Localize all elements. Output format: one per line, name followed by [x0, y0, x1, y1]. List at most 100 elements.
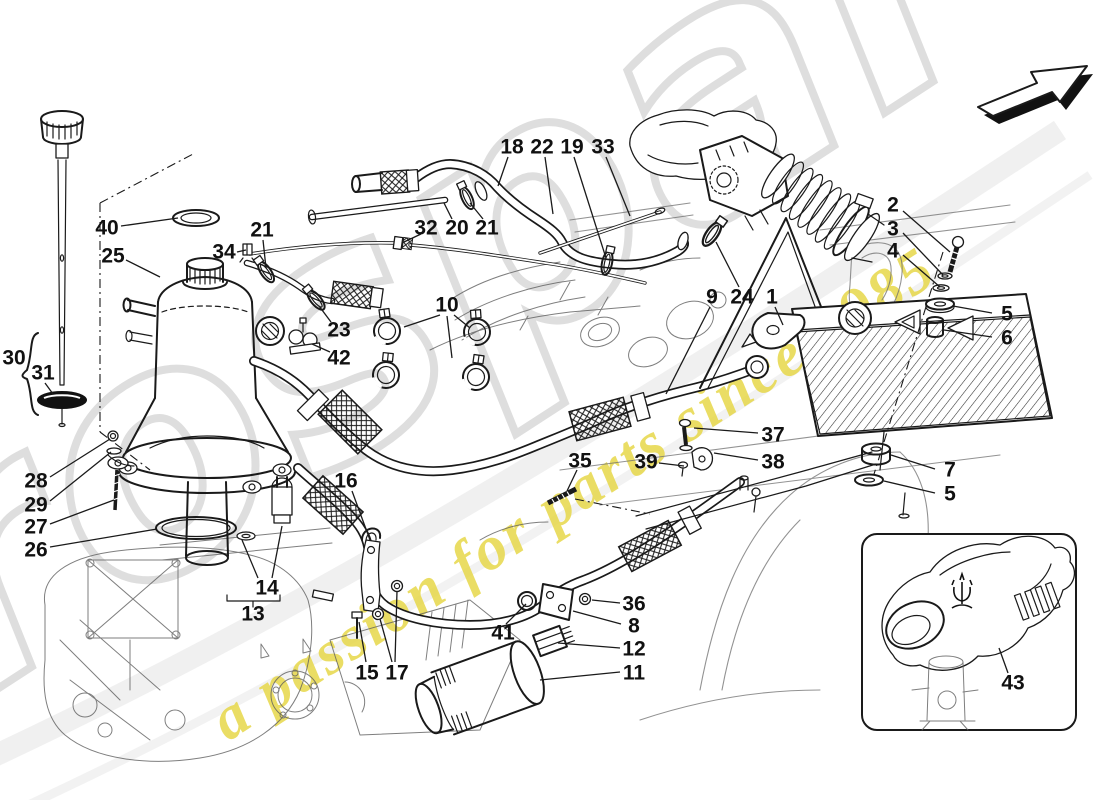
- inset-oil-tank-sketch: [911, 655, 979, 731]
- leader-line-27: [49, 499, 115, 525]
- callout-28: 28: [24, 470, 48, 493]
- callout-34: 34: [212, 241, 236, 264]
- leader-line-4: [902, 254, 941, 288]
- leader-line-21: [262, 239, 267, 269]
- o-ring-41: [517, 591, 537, 611]
- cable-clamp-42: [288, 317, 322, 355]
- inset-box: [861, 533, 1077, 731]
- callout-37: 37: [761, 424, 784, 447]
- direction-arrow-icon: [977, 65, 1093, 124]
- callout-20: 20: [445, 217, 468, 240]
- mount-rail-group: [546, 418, 877, 530]
- leader-line-29: [49, 451, 112, 502]
- leader-line-1: [774, 306, 784, 326]
- leader-line-7: [890, 454, 936, 470]
- leader-line-26: [49, 528, 158, 548]
- oil-lines: [249, 355, 769, 639]
- leader-line-14: [271, 525, 283, 579]
- callout-16: 16: [334, 470, 357, 493]
- o-ring-26: [155, 516, 237, 540]
- leader-line-5: [952, 305, 993, 314]
- leader-line-11: [539, 671, 621, 681]
- leader-line-34: [236, 249, 247, 253]
- leader-line-28: [49, 438, 111, 478]
- callout-21: 21: [250, 219, 274, 242]
- leader-line-31: [44, 382, 54, 395]
- callout-19: 19: [560, 136, 583, 159]
- leader-line-16: [351, 490, 371, 541]
- leader-line-23: [318, 305, 332, 323]
- leader-line-39: [658, 462, 685, 467]
- leader-line-25: [125, 259, 161, 278]
- callout-42: 42: [327, 347, 350, 370]
- oil-cooler-assembly: [741, 235, 1053, 519]
- leader-line-41: [505, 603, 527, 625]
- callout-6: 6: [1001, 327, 1013, 350]
- callout-26: 26: [24, 539, 47, 562]
- group-bracket-13: [226, 594, 281, 608]
- callout-17: 17: [385, 662, 408, 685]
- leader-line-32: [403, 233, 422, 243]
- callout-9: 9: [706, 286, 718, 309]
- leader-line-6: [943, 329, 993, 338]
- callout-23: 23: [327, 319, 350, 342]
- callout-41: 41: [491, 622, 515, 645]
- leader-line-5: [883, 480, 936, 494]
- callout-7: 7: [944, 459, 956, 482]
- air-intake-assembly: [629, 109, 885, 389]
- callout-21: 21: [475, 217, 499, 240]
- leader-line-18: [497, 156, 509, 187]
- callout-10: 10: [435, 294, 458, 317]
- engine-cover-43: [881, 535, 1076, 671]
- leader-line-12: [557, 642, 621, 649]
- callout-33: 33: [591, 136, 614, 159]
- callout-25: 25: [101, 245, 125, 268]
- leader-line-9: [665, 306, 711, 395]
- leader-line-15: [358, 621, 367, 663]
- stud-27: [113, 469, 119, 511]
- watermark-swoosh: [0, 120, 1067, 766]
- leader-line-22: [544, 156, 554, 215]
- callout-13: 13: [241, 603, 264, 626]
- nut-36: [578, 592, 592, 606]
- leader-line-43: [998, 647, 1009, 674]
- leader-line-33: [605, 156, 631, 217]
- leader-line-21: [469, 202, 484, 220]
- callout-8: 8: [628, 615, 640, 638]
- leader-line-17: [379, 618, 393, 663]
- oil-filter-assembly: [414, 640, 545, 736]
- callout-5: 5: [944, 483, 956, 506]
- leader-line-20: [443, 202, 453, 220]
- callout-31: 31: [31, 362, 55, 385]
- callout-2: 2: [887, 194, 899, 217]
- leader-line-42: [311, 343, 331, 353]
- callout-38: 38: [761, 451, 785, 474]
- callout-12: 12: [622, 638, 645, 661]
- leader-line-10: [446, 315, 453, 359]
- leader-line-19: [573, 156, 607, 259]
- callout-18: 18: [500, 136, 524, 159]
- leader-line-35: [566, 469, 578, 492]
- clamp-bracket-38: [691, 447, 714, 471]
- callout-30: 30: [2, 347, 25, 370]
- callout-5: 5: [1001, 303, 1013, 326]
- callout-3: 3: [887, 218, 899, 241]
- leader-line-2: [902, 210, 951, 253]
- dipstick-assembly: [21, 110, 196, 471]
- callout-15: 15: [355, 662, 379, 685]
- callout-35: 35: [568, 450, 592, 473]
- pipe-flange-8: [538, 583, 574, 621]
- leader-line-37: [693, 427, 759, 434]
- leader-line-17: [394, 590, 398, 663]
- filter-union-12: [532, 624, 575, 658]
- filler-gasket-40: [172, 209, 220, 227]
- leader-line-10: [403, 314, 441, 328]
- callout-14: 14: [255, 577, 279, 600]
- engine-background: [43, 257, 727, 762]
- callout-29: 29: [24, 494, 47, 517]
- callout-36: 36: [622, 593, 645, 616]
- callout-1: 1: [766, 286, 778, 309]
